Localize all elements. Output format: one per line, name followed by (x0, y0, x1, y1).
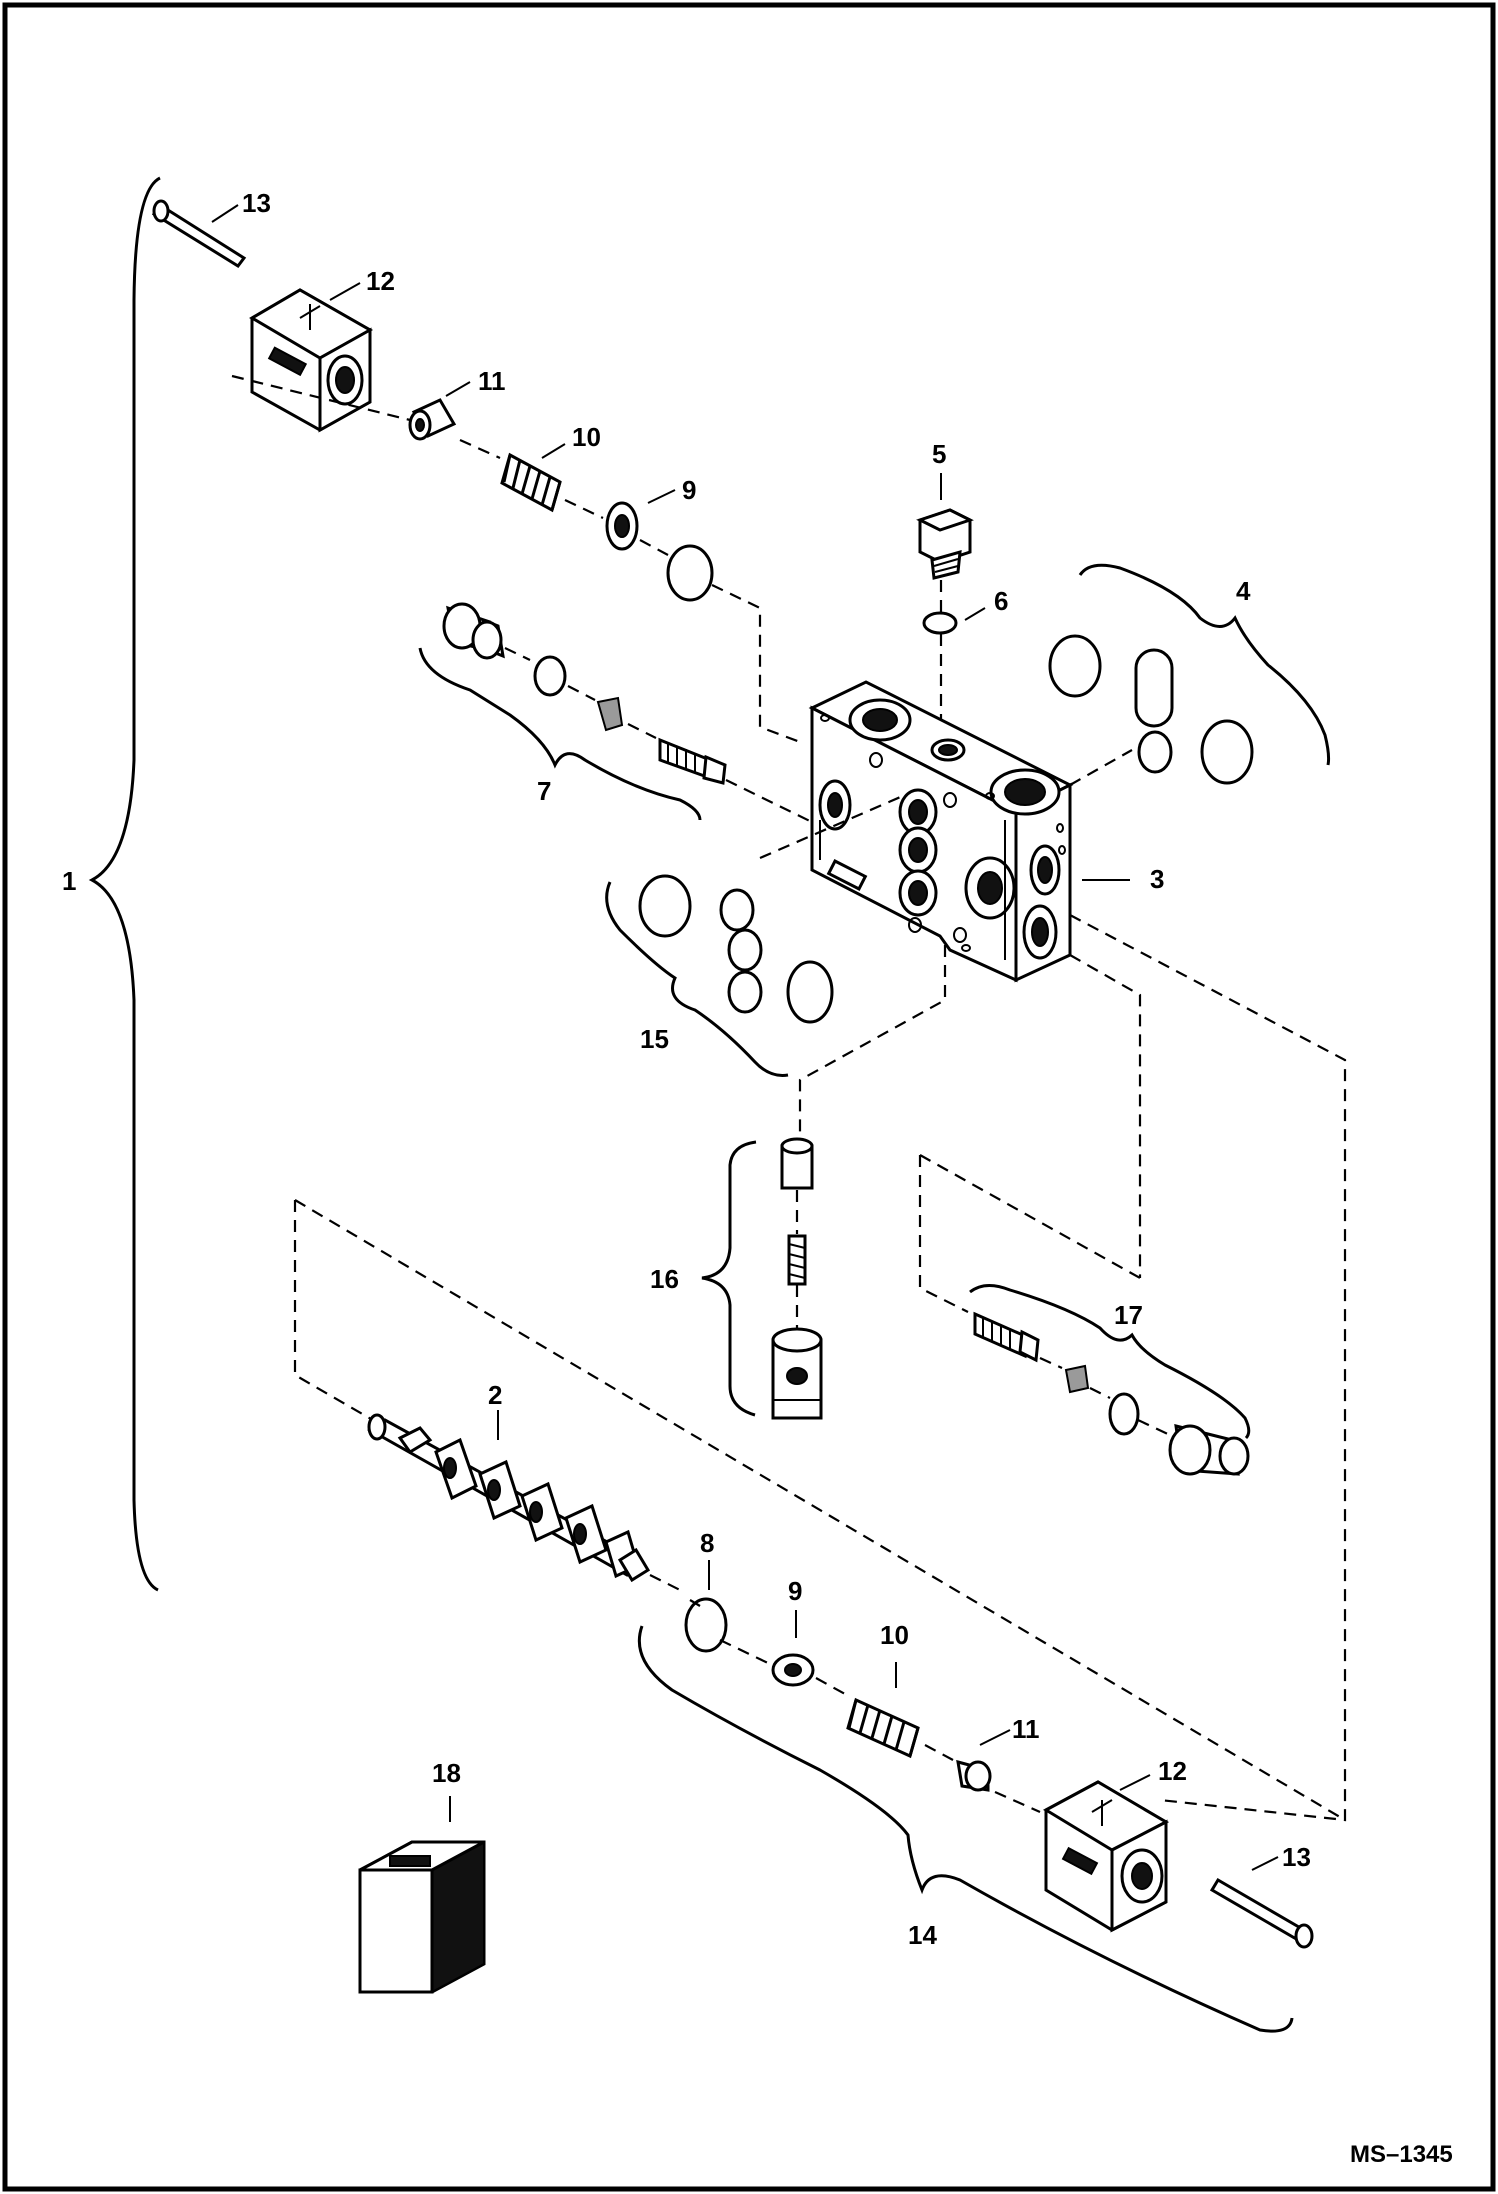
brace-15 (605, 881, 789, 1077)
axis-spool-2 (649, 1574, 681, 1591)
axis-relief-17-box (918, 1154, 1141, 1313)
label-part-9-top: 9 (682, 475, 696, 505)
label-part-9-bottom: 9 (788, 1576, 802, 1606)
o-ring-17 (1108, 1392, 1140, 1436)
o-ring-4b (1134, 648, 1174, 728)
label-part-11-bottom: 11 (1012, 1714, 1040, 1744)
spring-cap-12-top (249, 288, 374, 433)
axis-top-spool (231, 374, 801, 744)
o-ring-15c (727, 928, 763, 972)
label-part-5: 5 (932, 439, 946, 469)
spring-seat-11-top (408, 398, 457, 441)
label-part-3: 3 (1150, 864, 1164, 894)
label-part-10-top: 10 (572, 422, 601, 452)
label-part-13-top: 13 (242, 188, 271, 218)
spring-10-bottom (846, 1697, 920, 1759)
o-ring-15a (638, 874, 692, 938)
axis-spool-box (293, 1199, 1346, 1821)
label-part-1: 1 (62, 866, 76, 896)
label-part-6: 6 (994, 586, 1008, 616)
spring-10-top (500, 452, 562, 513)
label-part-12-bottom: 12 (1158, 1756, 1187, 1786)
label-part-8: 8 (700, 1528, 714, 1558)
drawing-reference: MS–1345 (1350, 2141, 1453, 2168)
plug-5 (916, 508, 974, 580)
o-ring-top-spool (666, 544, 714, 602)
label-part-15: 15 (640, 1024, 669, 1054)
label-part-17: 17 (1114, 1300, 1143, 1330)
spring-cap-12-bottom (1042, 1780, 1170, 1933)
bolt-13-top (151, 199, 247, 268)
o-ring-4d (1137, 730, 1173, 774)
spool-2 (367, 1413, 651, 1583)
brace-17 (969, 1284, 1251, 1440)
label-part-11-top: 11 (478, 366, 506, 396)
label-part-12-top: 12 (366, 266, 395, 296)
brace-4 (1078, 563, 1331, 766)
label-part-13-bottom: 13 (1282, 1842, 1311, 1872)
o-ring-15d (727, 970, 763, 1014)
check-plug-16 (771, 1327, 823, 1420)
poppet-17 (1064, 1364, 1090, 1394)
brace-14 (637, 1625, 1294, 2033)
axis-body-down (798, 945, 947, 1135)
relief-cartridge-17 (973, 1311, 1040, 1363)
axis-relief-17 (1039, 1356, 1173, 1437)
axis-relief-7 (504, 647, 821, 827)
axis-body-right-top (1069, 749, 1133, 786)
o-ring-4c (1200, 719, 1254, 785)
label-part-7: 7 (537, 776, 551, 806)
brace-7 (418, 647, 702, 821)
washer-9-top (605, 501, 639, 551)
axis-body-left (759, 793, 906, 860)
spring-seat-11-bottom (956, 1759, 992, 1792)
axis-body-right-2 (1069, 914, 1347, 1822)
label-part-14: 14 (908, 1920, 937, 1950)
axis-body-right-1 (1069, 954, 1142, 1278)
o-ring-6 (922, 611, 958, 635)
bolt-13-bottom (1209, 1877, 1314, 1949)
relief-plug-7 (442, 602, 505, 660)
washer-9-bottom (771, 1653, 815, 1687)
check-spring-16 (787, 1234, 807, 1286)
label-part-10-bottom: 10 (880, 1620, 909, 1650)
o-ring-7 (533, 655, 567, 697)
brace-16 (701, 1140, 757, 1417)
relief-plug-17 (1168, 1424, 1250, 1476)
o-ring-4a (1048, 634, 1102, 698)
label-part-2: 2 (488, 1380, 502, 1410)
poppet-7 (596, 696, 624, 732)
label-part-4: 4 (1236, 576, 1251, 606)
check-poppet-16 (780, 1137, 814, 1190)
label-part-16: 16 (650, 1264, 679, 1294)
axis-spool-bottom (689, 1599, 1041, 1814)
seal-kit-box-18 (358, 1840, 486, 1994)
o-ring-8 (684, 1597, 728, 1653)
o-ring-15b (719, 888, 755, 932)
relief-cartridge-7 (658, 737, 727, 785)
brace-1 (88, 176, 161, 1592)
valve-body-3 (808, 680, 1074, 983)
o-ring-15e (786, 960, 834, 1024)
label-part-18: 18 (432, 1758, 461, 1788)
